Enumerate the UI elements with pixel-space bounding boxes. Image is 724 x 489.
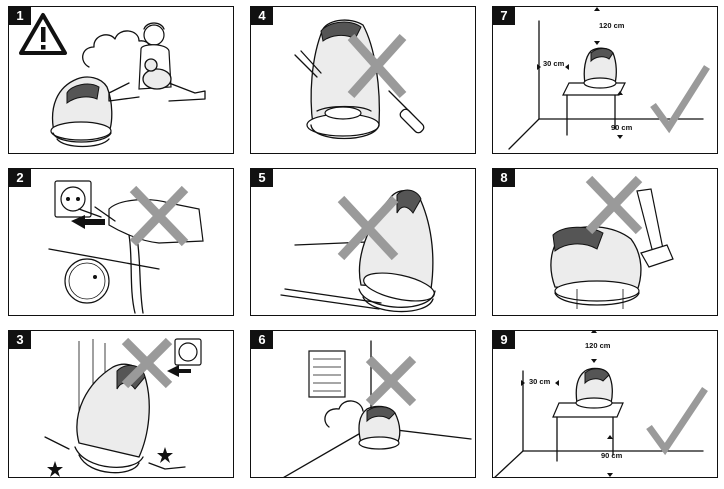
clearance-side-label: 30 cm <box>543 59 565 68</box>
panel-9: 9 120 cm 30 cm 90 cm <box>492 330 718 478</box>
panel-6: 6 <box>250 330 476 478</box>
humidifier-unit <box>583 47 617 89</box>
panel-8-illustration <box>550 175 674 309</box>
humidifier-unit <box>550 226 642 306</box>
prohibited-cross-icon <box>347 33 407 99</box>
panel-number: 6 <box>251 331 273 349</box>
prohibited-cross-icon <box>337 195 399 261</box>
panel-number: 3 <box>9 331 31 349</box>
panel-number: 7 <box>493 7 515 25</box>
panel-6-illustration <box>283 340 472 477</box>
humidifier-falling <box>74 363 150 474</box>
child-figure <box>108 22 206 102</box>
foot-kicking <box>636 188 674 268</box>
humidifier-tilted <box>358 189 436 313</box>
wall-socket <box>54 180 92 218</box>
panel-number: 2 <box>9 169 31 187</box>
panel-number: 1 <box>9 7 31 25</box>
humidifier-unit <box>358 405 401 450</box>
impact-stars <box>44 436 186 477</box>
prohibited-cross-icon <box>129 185 189 247</box>
clearance-top-label: 120 cm <box>585 341 611 350</box>
clearance-top-label: 120 cm <box>599 21 625 30</box>
panel-8: 8 <box>492 168 718 316</box>
direction-arrow <box>71 215 105 229</box>
pliers <box>294 50 322 78</box>
steam-cloud <box>324 400 364 428</box>
panel-3: 3 <box>8 330 234 478</box>
panel-2-illustration <box>48 180 204 314</box>
vibration-marks <box>576 289 624 309</box>
panel-5: 5 <box>250 168 476 316</box>
panel-number: 5 <box>251 169 273 187</box>
panel-2: 2 <box>8 168 234 316</box>
panel-7: 7 120 cm 30 cm 90 cm <box>492 6 718 154</box>
prohibited-cross-icon <box>365 355 417 407</box>
panel-4: 4 <box>250 6 476 154</box>
panel-number: 8 <box>493 169 515 187</box>
panel-1-illustration <box>19 13 206 148</box>
panel-5-illustration <box>280 189 436 313</box>
panel-9-illustration <box>494 331 708 477</box>
humidifier-unit <box>575 367 613 409</box>
panel-number: 4 <box>251 7 273 25</box>
prohibited-cross-icon <box>585 175 643 235</box>
clearance-bottom-label: 90 cm <box>611 123 633 132</box>
humidifier-unit <box>50 76 113 148</box>
panel-4-illustration <box>294 19 425 140</box>
prohibited-cross-icon <box>121 337 173 389</box>
screwdriver <box>388 90 425 134</box>
direction-arrow <box>167 365 191 377</box>
clearance-arrows <box>521 331 613 477</box>
panel-7-illustration <box>508 7 710 150</box>
panel-1: 1 <box>8 6 234 154</box>
panel-number: 9 <box>493 331 515 349</box>
warning-triangle-icon <box>19 13 67 55</box>
approved-checkmark-icon <box>650 65 710 134</box>
clearance-bottom-label: 90 cm <box>601 451 623 460</box>
inset-detail <box>64 258 110 304</box>
clearance-arrows <box>537 7 623 139</box>
panel-3-illustration <box>44 337 202 477</box>
wall-socket <box>174 338 202 366</box>
wall-vent <box>308 350 346 398</box>
clearance-side-label: 30 cm <box>529 377 551 386</box>
approved-checkmark-icon <box>646 387 708 456</box>
